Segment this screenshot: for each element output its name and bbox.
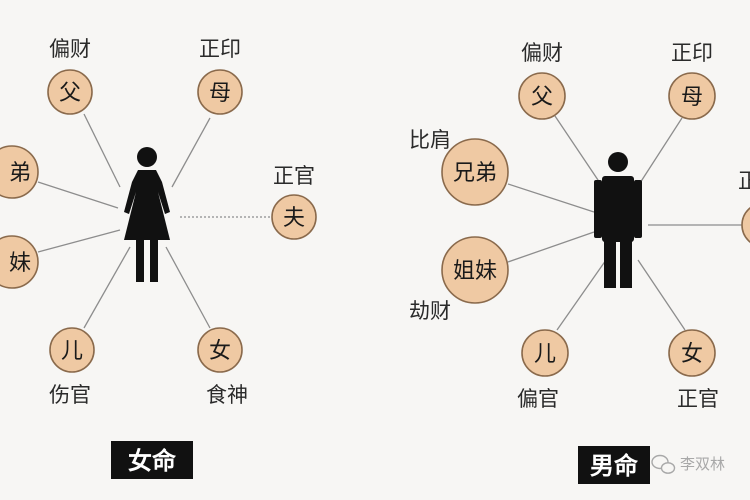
female-node-sister: 妹	[0, 235, 39, 289]
female-node-brother: 弟	[0, 145, 39, 199]
female-badge: 女命	[111, 441, 193, 479]
male-node-daughter: 女	[668, 329, 716, 377]
wechat-icon	[651, 454, 676, 474]
line-female-son	[83, 246, 131, 329]
male-mother-label: 母	[681, 85, 703, 110]
line-male-sisters	[507, 231, 595, 263]
male-node-brothers: 兄弟	[441, 138, 509, 206]
female-node-daughter: 女	[197, 327, 243, 373]
line-male-brothers	[507, 183, 595, 213]
male-son-label: 儿	[534, 342, 556, 367]
line-female-sister	[37, 229, 121, 253]
female-figure	[124, 147, 170, 282]
female-node-father: 父	[47, 69, 93, 115]
female-father-label: 父	[59, 81, 81, 106]
male-diagram: 父 偏财 母 正印 正 兄弟 比肩 姐妹 劫财 儿 偏官 女	[409, 41, 750, 484]
female-mother-label: 母	[209, 81, 231, 106]
female-daughter-label: 女	[209, 339, 231, 364]
male-node-mother: 母	[668, 72, 716, 120]
line-male-daughter	[637, 259, 686, 331]
male-father-label: 父	[531, 85, 553, 110]
male-wife-role: 正	[738, 169, 750, 193]
female-badge-text: 女命	[128, 447, 177, 475]
male-mother-role: 正印	[671, 41, 713, 65]
male-brothers-role: 比肩	[409, 128, 451, 152]
line-female-mother	[171, 117, 211, 188]
male-daughter-role: 正官	[677, 387, 719, 411]
female-node-mother: 母	[197, 69, 243, 115]
line-female-daughter	[165, 246, 211, 329]
line-male-son	[556, 259, 607, 331]
male-son-role: 偏官	[517, 387, 559, 411]
male-father-role: 偏财	[521, 41, 563, 65]
male-figure	[594, 152, 642, 288]
male-daughter-label: 女	[681, 342, 703, 367]
watermark: 李双林	[651, 454, 725, 474]
male-node-father: 父	[518, 72, 566, 120]
line-female-brother	[37, 181, 119, 209]
male-node-sisters: 姐妹	[441, 236, 509, 304]
line-male-mother	[639, 117, 683, 184]
male-node-son: 儿	[521, 329, 569, 377]
line-female-father	[83, 113, 121, 188]
watermark-text: 李双林	[680, 455, 725, 473]
male-node-wife	[741, 207, 750, 243]
male-badge: 男命	[578, 446, 650, 484]
female-son-role: 伤官	[49, 383, 91, 407]
female-sister-label: 妹	[9, 251, 31, 276]
female-husband-label: 夫	[283, 206, 305, 231]
line-male-father	[554, 115, 601, 184]
male-brothers-label: 兄弟	[453, 161, 497, 186]
female-node-son: 儿	[49, 327, 95, 373]
female-node-husband: 夫	[271, 194, 317, 240]
female-husband-role: 正官	[273, 164, 315, 188]
female-diagram: 父 偏财 母 正印 夫 正官 弟 妹 儿 伤官 女 食神	[0, 37, 317, 479]
female-brother-label: 弟	[9, 161, 31, 186]
male-badge-text: 男命	[590, 452, 639, 480]
female-father-role: 偏财	[49, 37, 91, 61]
female-daughter-role: 食神	[206, 383, 248, 407]
female-mother-role: 正印	[199, 37, 241, 61]
female-son-label: 儿	[61, 339, 83, 364]
male-sisters-label: 姐妹	[453, 259, 497, 284]
male-sisters-role: 劫财	[409, 299, 451, 323]
